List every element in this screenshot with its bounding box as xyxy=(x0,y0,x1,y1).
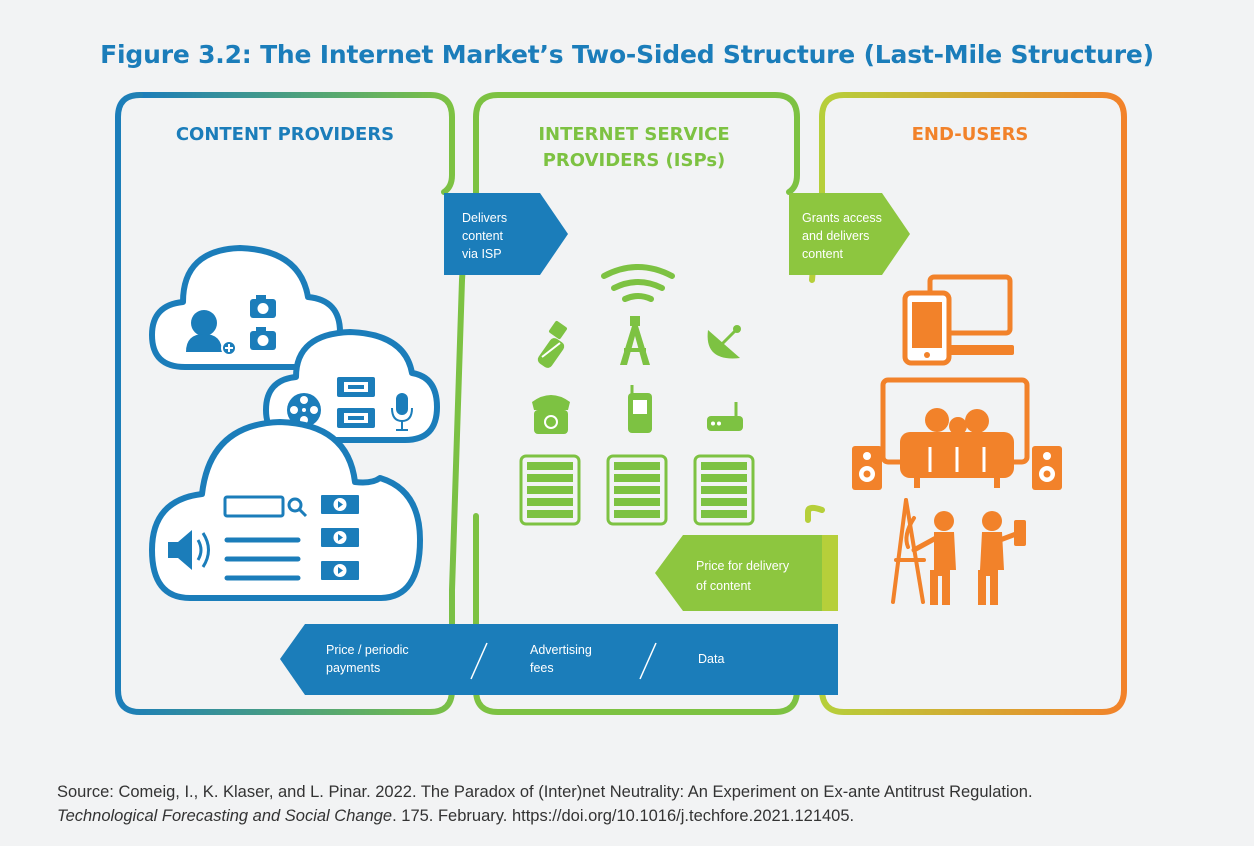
ticket-icon xyxy=(337,377,375,397)
search-field xyxy=(223,495,285,518)
content-providers-heading: CONTENT PROVIDERS xyxy=(176,124,394,145)
source-citation-line1: Source: Comeig, I., K. Klaser, and L. Pi… xyxy=(57,783,1033,801)
citation-details: . 175. February. https://doi.org/10.1016… xyxy=(392,807,855,825)
journal-name: Technological Forecasting and Social Cha… xyxy=(57,807,393,825)
grants-arrow-line1: Grants access xyxy=(802,211,882,225)
grants-arrow-line2: and delivers xyxy=(802,229,869,243)
figure-title: Figure 3.2: The Internet Market’s Two-Si… xyxy=(100,40,1154,69)
server-rack-icon xyxy=(693,454,755,526)
payments-separator-1 xyxy=(470,642,488,680)
price-delivery-line2: of content xyxy=(696,579,751,593)
payments-data: Data xyxy=(698,652,724,666)
wifi-icon xyxy=(601,264,675,302)
delivers-arrow-line1: Delivers xyxy=(462,211,507,225)
delivers-content-arrow: Delivers content via ISP xyxy=(444,193,568,275)
play-icon xyxy=(321,495,359,514)
user-add-icon xyxy=(186,310,237,356)
router-icon xyxy=(707,402,743,431)
streaming-cloud xyxy=(149,419,423,601)
payments-advertising-line2: fees xyxy=(530,661,554,675)
payments-separator-2 xyxy=(639,642,657,680)
isp-heading-line2: PROVIDERS (ISPs) xyxy=(543,150,726,171)
antenna-tower-icon xyxy=(620,316,650,365)
mobile-phone-icon xyxy=(902,290,952,366)
satellite-dish-icon xyxy=(707,325,741,359)
server-rack-icon xyxy=(606,454,668,526)
ticket-icon xyxy=(337,408,375,428)
payments-price-line2: payments xyxy=(326,661,380,675)
delivers-arrow-line3: via ISP xyxy=(462,247,502,261)
server-rack-icon xyxy=(519,454,581,526)
market-structure-diagram: CONTENT PROVIDERS INTERNET SERVICE PROVI… xyxy=(115,92,1127,715)
text-lines-icon xyxy=(224,537,301,581)
price-delivery-line1: Price for delivery xyxy=(696,559,790,573)
telephone-icon xyxy=(532,395,570,434)
media-cloud xyxy=(263,329,440,443)
end-users-heading: END-USERS xyxy=(912,124,1029,145)
painter-easel-icon xyxy=(891,498,926,604)
isp-heading-line1: INTERNET SERVICE xyxy=(538,124,729,145)
delivers-arrow-line2: content xyxy=(462,229,504,243)
microphone-icon xyxy=(391,393,413,431)
payments-arrow: Price / periodic payments Advertising fe… xyxy=(280,624,838,695)
play-icon xyxy=(321,528,359,547)
grants-access-arrow: Grants access and delivers content xyxy=(789,193,910,275)
grants-arrow-line3: content xyxy=(802,247,844,261)
search-icon xyxy=(287,497,308,518)
payments-advertising-line1: Advertising xyxy=(530,643,592,657)
price-delivery-arrow: Price for delivery of content xyxy=(655,535,838,611)
cable-plug-icon xyxy=(537,321,567,368)
source-citation-line2: Technological Forecasting and Social Cha… xyxy=(57,804,1227,828)
payments-price-line1: Price / periodic xyxy=(326,643,409,657)
person-reading-icon xyxy=(978,511,1026,605)
play-icon xyxy=(321,561,359,580)
loudspeaker-icon xyxy=(852,446,882,490)
end-users-panel xyxy=(805,92,1127,715)
family-sofa-icon xyxy=(900,408,1014,488)
painter-person-icon xyxy=(911,511,956,605)
camera-icon xyxy=(250,327,276,350)
loudspeaker-icon xyxy=(1032,446,1062,490)
speaker-icon xyxy=(168,530,210,570)
mobile-phone-icon xyxy=(628,385,652,433)
camera-icon xyxy=(250,295,276,318)
